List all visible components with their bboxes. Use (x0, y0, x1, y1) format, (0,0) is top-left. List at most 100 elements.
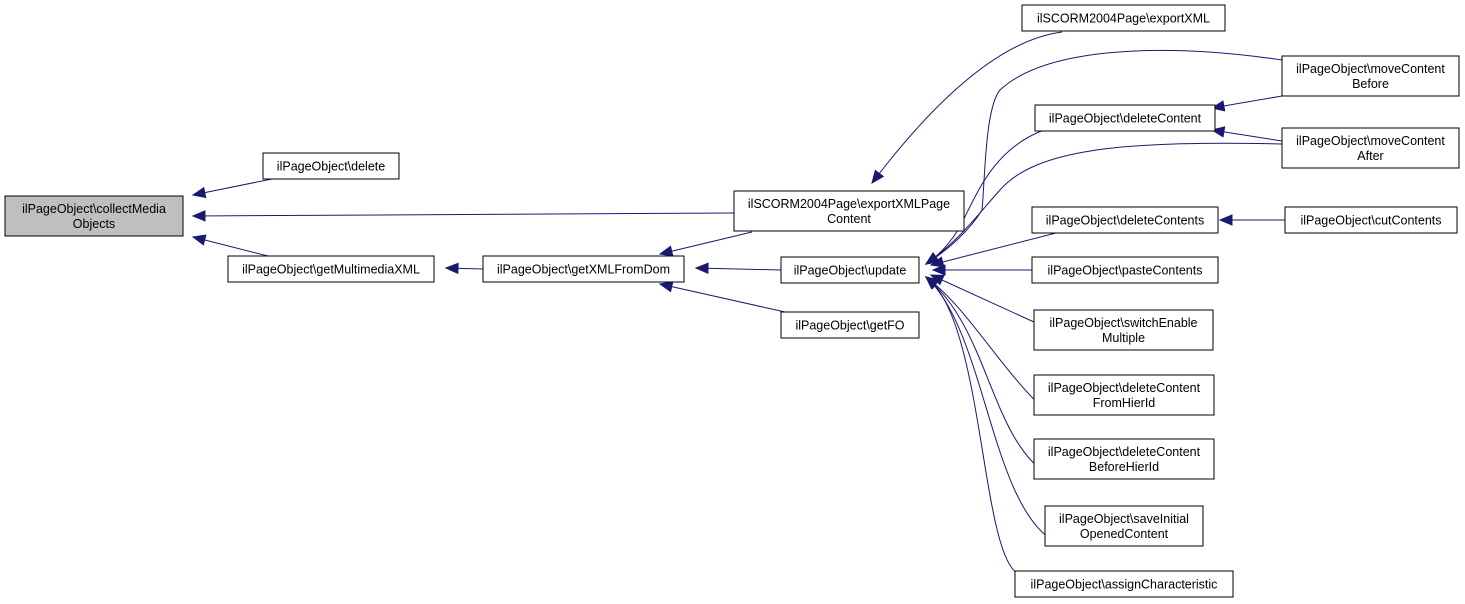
arrowhead-icon (191, 186, 207, 199)
node-label: ilPageObject\pasteContents (1048, 264, 1203, 278)
edge-line (659, 231, 753, 255)
nodes-layer: ilPageObject\collectMediaObjectsilPageOb… (4, 4, 1460, 598)
node-box[interactable] (1014, 570, 1234, 598)
node-box[interactable] (482, 255, 685, 283)
arrowhead-icon (191, 210, 206, 222)
node-getFO[interactable]: ilPageObject\getFO (780, 311, 920, 339)
node-label: ilPageObject\update (794, 264, 907, 278)
arrowhead-icon (658, 281, 674, 293)
node-label: FromHierId (1093, 396, 1156, 410)
node-box[interactable] (780, 256, 920, 284)
node-deleteContents[interactable]: ilPageObject\deleteContents (1031, 206, 1219, 234)
edge-line (925, 142, 1283, 265)
node-box[interactable] (1033, 374, 1215, 416)
arrowhead-icon (658, 245, 674, 257)
edge-line (925, 276, 1021, 576)
node-label: Before (1352, 77, 1389, 91)
edge-deleteContentBeforeHierId-to-update (924, 276, 1051, 477)
node-box[interactable] (227, 255, 435, 283)
node-box[interactable] (1033, 438, 1215, 480)
edge-line (871, 31, 1063, 184)
node-label: OpenedContent (1080, 527, 1169, 541)
arrowhead-icon (694, 262, 709, 275)
arrowhead-icon (924, 276, 940, 290)
edge-line (930, 274, 1035, 323)
node-label: ilPageObject\deleteContents (1046, 214, 1204, 228)
node-box[interactable] (1281, 127, 1460, 169)
node-label: ilPageObject\assignCharacteristic (1031, 578, 1218, 592)
arrowhead-icon (931, 264, 946, 276)
node-label: ilPageObject\moveContent (1296, 134, 1445, 148)
node-cutContents[interactable]: ilPageObject\cutContents (1284, 206, 1458, 234)
node-box[interactable] (1031, 206, 1219, 234)
node-label: ilPageObject\switchEnable (1050, 316, 1198, 330)
edge-line (192, 212, 735, 217)
node-update[interactable]: ilPageObject\update (780, 256, 920, 284)
edge-line (925, 49, 1283, 265)
node-label: BeforeHierId (1089, 460, 1159, 474)
node-label: ilPageObject\collectMedia (22, 202, 166, 216)
edge-line (925, 276, 1053, 541)
node-label: ilPageObject\cutContents (1300, 214, 1441, 228)
edge-moveContentBefore-to-deleteContent (1210, 95, 1283, 112)
node-label: ilPageObject\getMultimediaXML (242, 263, 420, 277)
edge-moveContentAfter-to-deleteContent (1210, 126, 1283, 142)
edge-getFO-to-getXMLFromDom (658, 281, 786, 313)
edge-cutContents-to-deleteContents (1218, 214, 1285, 226)
node-box[interactable] (1044, 505, 1204, 547)
edge-saveInitialOpenedContent-to-update (925, 276, 1053, 541)
node-box[interactable] (733, 190, 965, 232)
node-delete[interactable]: ilPageObject\delete (262, 152, 400, 180)
node-box[interactable] (1034, 104, 1216, 132)
edge-getXMLFromDom-to-getMultimediaXML (444, 262, 484, 275)
node-getMultimediaXML[interactable]: ilPageObject\getMultimediaXML (227, 255, 435, 283)
node-label: ilPageObject\getXMLFromDom (497, 263, 670, 277)
node-exportXML[interactable]: ilSCORM2004Page\exportXML (1021, 4, 1226, 32)
edge-line (192, 236, 269, 257)
arrowhead-icon (929, 256, 945, 268)
node-box[interactable] (1031, 256, 1219, 284)
node-label: ilPageObject\getFO (795, 319, 904, 333)
edge-exportXML-to-exportXMLPageContent (871, 31, 1063, 185)
edge-line (930, 232, 1057, 266)
edge-getMultimediaXML-to-collect (191, 234, 269, 257)
edge-line (925, 276, 1051, 477)
node-box[interactable] (1284, 206, 1458, 234)
node-label: ilPageObject\deleteContent (1049, 112, 1202, 126)
edge-assignCharacteristic-to-update (924, 276, 1021, 576)
node-label: ilPageObject\saveInitial (1059, 512, 1189, 526)
node-label: ilPageObject\delete (277, 160, 385, 174)
node-box[interactable] (780, 311, 920, 339)
arrowhead-icon (871, 169, 885, 185)
edge-line (192, 178, 273, 196)
node-label: After (1357, 149, 1383, 163)
node-deleteContent[interactable]: ilPageObject\deleteContent (1034, 104, 1216, 132)
node-pasteContents[interactable]: ilPageObject\pasteContents (1031, 256, 1219, 284)
edge-line (925, 276, 1051, 416)
node-label: ilPageObject\deleteContent (1048, 445, 1201, 459)
node-box[interactable] (1281, 55, 1460, 97)
node-box[interactable] (4, 195, 184, 237)
node-label: ilSCORM2004Page\exportXML (1037, 12, 1210, 26)
edge-line (659, 283, 786, 313)
node-box[interactable] (262, 152, 400, 180)
node-box[interactable] (1021, 4, 1226, 32)
edge-moveContentAfter-to-update (924, 142, 1283, 265)
edge-deleteContentFromHierId-to-update (924, 276, 1051, 416)
node-getXMLFromDom[interactable]: ilPageObject\getXMLFromDom (482, 255, 685, 283)
node-assignCharacteristic[interactable]: ilPageObject\assignCharacteristic (1014, 570, 1234, 598)
node-box[interactable] (1033, 309, 1214, 351)
edge-line (695, 267, 782, 271)
edge-exportXMLPageContent-to-collect (191, 210, 735, 222)
node-label: ilPageObject\moveContent (1296, 62, 1445, 76)
node-label: ilSCORM2004Page\exportXMLPage (748, 197, 950, 211)
